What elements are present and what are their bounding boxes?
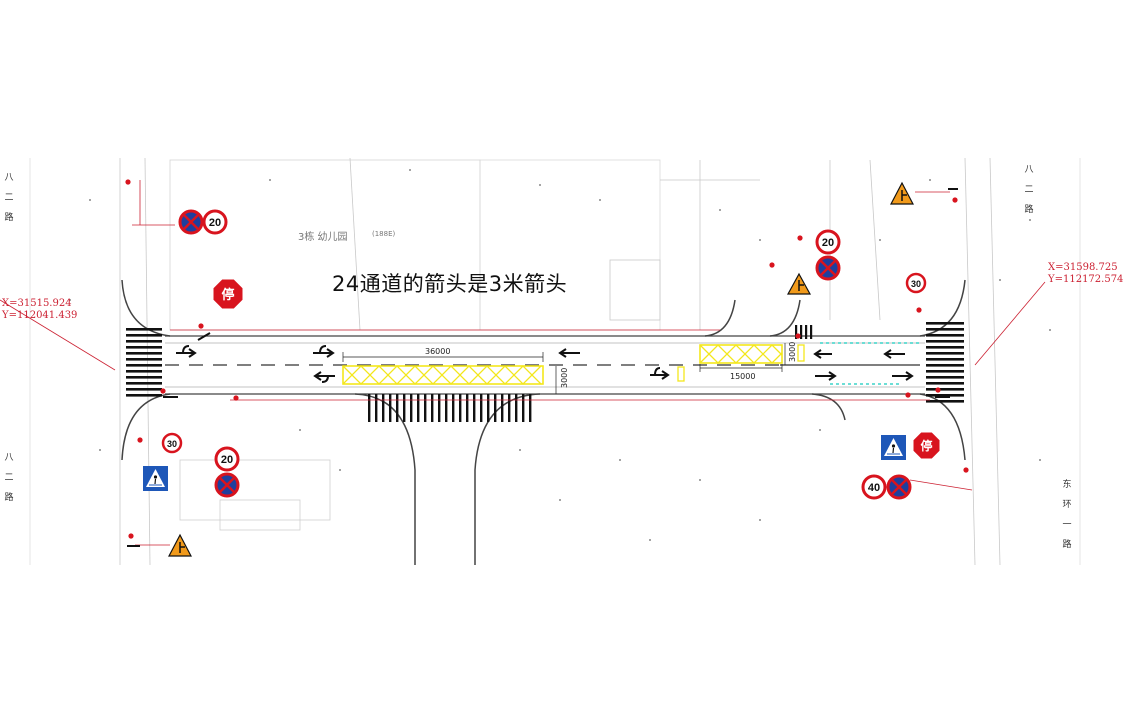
dimension-36000: 36000 — [425, 347, 451, 356]
speed-limit-20-text-ne: 20 — [822, 237, 834, 249]
stop-sign-west-text: 停 — [221, 287, 234, 303]
yellow-hatch-zone-2 — [677, 344, 805, 382]
coordinate-left-x: X=31515.924 — [2, 298, 72, 309]
curb-returns — [121, 279, 966, 565]
speed-limit-30-text-east: 30 — [911, 279, 921, 289]
road-name-right-lower: 东环一路 — [1062, 480, 1072, 550]
crosswalk-south — [368, 394, 532, 422]
road-name-right-upper: 八二路 — [1024, 165, 1034, 215]
no-parking-sign-nw — [178, 209, 204, 235]
yellow-hatch-zone-1 — [342, 365, 544, 385]
dimension-lines — [342, 343, 786, 394]
coordinate-right-x: X=31598.725 — [1048, 262, 1118, 273]
speed-limit-40-sign-se: 40 — [861, 474, 887, 500]
leader-lines — [0, 180, 1046, 546]
dimension-3000-north: 3000 — [788, 341, 797, 362]
dimension-3000-south: 3000 — [560, 367, 569, 388]
speed-limit-20-sign-nw: 20 — [202, 209, 228, 235]
survey-points — [69, 169, 1051, 541]
side-road-warning-sign-sw — [168, 533, 192, 557]
stop-sign-east-text: 停 — [920, 438, 932, 453]
speed-limit-20-sign-ne: 20 — [815, 229, 841, 255]
no-parking-sign-ne — [815, 255, 841, 281]
no-parking-sign-se — [886, 474, 912, 500]
coordinate-left-y: Y=112041.439 — [2, 310, 78, 321]
coordinate-right-y: Y=112172.574 — [1048, 274, 1123, 285]
background-map — [29, 157, 1081, 566]
road-name-left-lower: 八二路 — [4, 453, 14, 503]
speed-limit-20-text-sw: 20 — [221, 454, 233, 466]
building-label-suffix: (188E) — [372, 230, 396, 238]
speed-limit-40-text-se: 40 — [868, 482, 880, 494]
speed-limit-30-sign-east: 30 — [905, 272, 927, 294]
pedestrian-crossing-sign-east — [881, 435, 906, 460]
stop-sign-east: 停 — [912, 431, 941, 460]
sign-poles — [127, 188, 958, 547]
sign-dots — [125, 179, 969, 539]
side-road-warning-sign-ne2 — [890, 181, 914, 205]
lane-arrows — [176, 345, 914, 383]
speed-limit-30-sign-west: 30 — [161, 432, 183, 454]
speed-limit-30-text-west: 30 — [167, 439, 177, 449]
pedestrian-crossing-sign-west — [143, 466, 168, 491]
dimension-15000: 15000 — [730, 372, 756, 381]
crosswalk-west — [126, 328, 162, 397]
side-road-warning-sign-ne — [786, 272, 812, 295]
crosswalk-east — [926, 322, 964, 403]
drawing-title: 24通道的箭头是3米箭头 — [332, 272, 568, 296]
no-parking-sign-sw — [214, 472, 240, 498]
speed-limit-20-sign-sw: 20 — [214, 446, 240, 472]
road-name-left-upper: 八二路 — [4, 173, 14, 223]
building-label: 3栋 幼儿园 — [298, 232, 348, 243]
crosswalk-north-east — [795, 325, 813, 339]
stop-sign-west: 停 — [212, 278, 244, 310]
main-road — [165, 335, 925, 395]
speed-limit-20-text-nw: 20 — [209, 217, 221, 229]
